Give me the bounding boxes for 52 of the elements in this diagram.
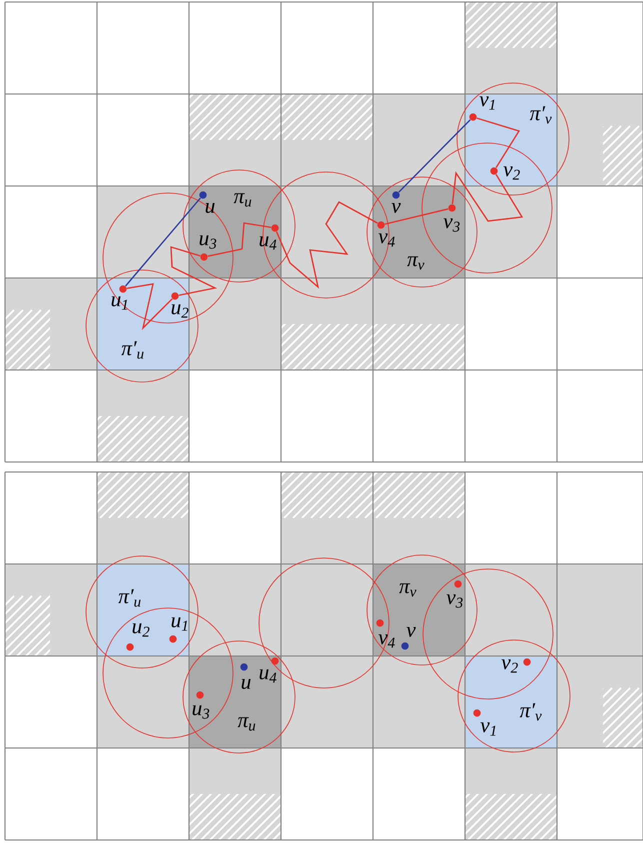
point [171, 292, 179, 300]
point [490, 167, 498, 175]
path-line [476, 118, 520, 168]
point-label: u$_{2}$ [132, 623, 150, 637]
path-line [125, 198, 201, 286]
path-line [276, 201, 378, 289]
path-line [384, 208, 448, 225]
point [169, 635, 177, 643]
point [454, 580, 462, 588]
path-line [452, 171, 524, 222]
region-label: π′$_{v}$ [520, 703, 542, 721]
point [271, 657, 279, 665]
region-label: π$_{v}$ [399, 583, 416, 597]
point-label: v [406, 627, 416, 637]
point [473, 709, 481, 717]
region-label: π$_{v}$ [407, 256, 424, 270]
point-label: v$_{2}$ [502, 659, 518, 673]
point [469, 113, 477, 121]
point [240, 663, 248, 671]
point-label: v$_{1}$ [480, 96, 495, 110]
point [377, 221, 385, 229]
point [119, 285, 127, 293]
point-label: u$_{3}$ [200, 235, 216, 249]
point-label: v$_{1}$ [480, 722, 496, 736]
point-label: u [242, 679, 251, 690]
point-label: v [392, 203, 401, 213]
point [448, 204, 456, 212]
point [376, 619, 384, 627]
point-label: v$_{3}$ [444, 218, 460, 232]
point-label: u$_{4}$ [260, 669, 276, 683]
point [523, 658, 531, 666]
point-label: v$_{3}$ [446, 594, 463, 608]
region-label: π$_{u}$ [234, 193, 252, 207]
point-label: u$_{2}$ [172, 304, 188, 318]
point-label: u$_{3}$ [192, 705, 210, 719]
region-label: π′$_{u}$ [118, 589, 141, 607]
point [199, 191, 207, 199]
point [126, 643, 134, 651]
point-label: u$_{1}$ [172, 617, 188, 631]
path-line [126, 283, 173, 330]
point [200, 253, 208, 261]
path-line [398, 119, 471, 193]
point [401, 642, 409, 650]
path-line [170, 246, 218, 296]
region-label: π′$_{v}$ [530, 106, 552, 124]
region-label: π′$_{u}$ [121, 341, 144, 359]
region-label: π$_{u}$ [238, 717, 256, 731]
point-label: v$_{2}$ [504, 166, 520, 180]
point [196, 691, 204, 699]
point [271, 224, 279, 232]
point [392, 191, 400, 199]
path-line [208, 222, 272, 257]
